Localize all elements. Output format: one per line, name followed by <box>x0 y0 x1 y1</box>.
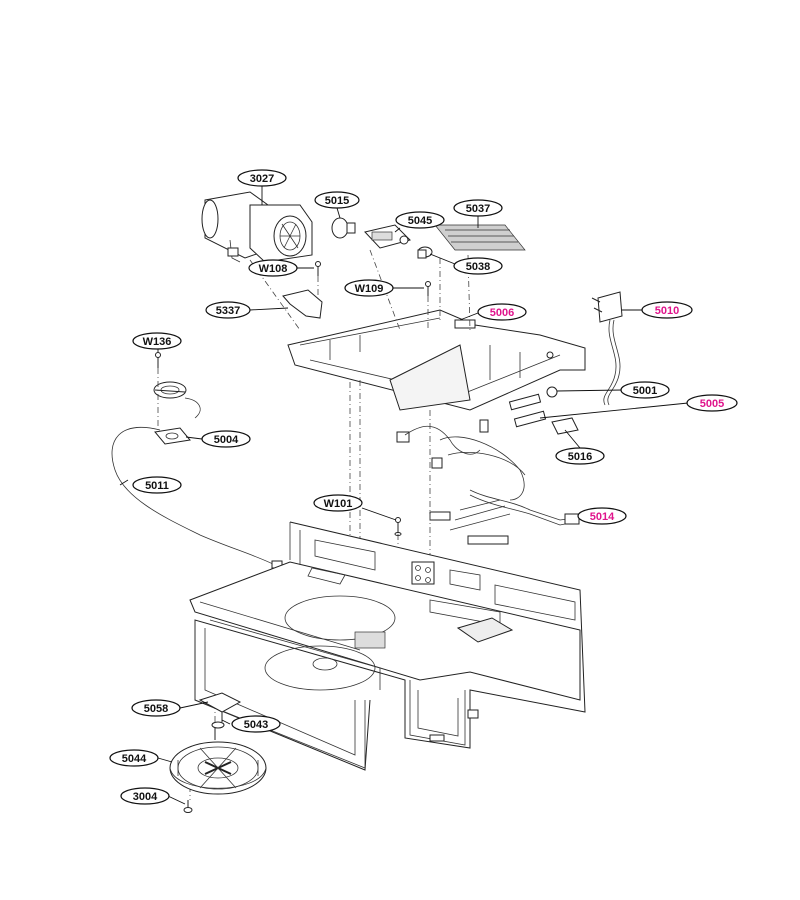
svg-text:5038: 5038 <box>466 261 490 273</box>
power-cord <box>591 291 623 406</box>
svg-text:5015: 5015 <box>325 195 349 207</box>
base-plate <box>287 309 586 411</box>
bracket-plate <box>282 289 323 319</box>
svg-text:5058: 5058 <box>144 703 168 715</box>
sensor-assembly <box>111 352 283 569</box>
screw-3004 <box>183 800 193 813</box>
turntable-coupler <box>198 692 242 740</box>
label-w109: W109 <box>344 279 394 297</box>
svg-text:W109: W109 <box>355 283 384 295</box>
svg-text:3027: 3027 <box>250 173 274 185</box>
label-5038: 5038 <box>453 257 503 275</box>
label-5337: 5337 <box>205 301 251 319</box>
label-5006: 5006 <box>477 303 527 321</box>
svg-text:5005: 5005 <box>700 398 724 410</box>
screw-w108 <box>315 261 321 276</box>
turntable-motor <box>169 741 267 795</box>
svg-text:3004: 3004 <box>133 791 158 803</box>
svg-text:5006: 5006 <box>490 307 514 319</box>
filter-grille <box>434 224 526 251</box>
svg-text:5016: 5016 <box>568 451 592 463</box>
label-5015: 5015 <box>314 191 360 209</box>
label-5045: 5045 <box>395 211 445 229</box>
svg-text:W108: W108 <box>259 263 288 275</box>
lamp-bulb <box>331 217 356 239</box>
label-5058: 5058 <box>131 699 181 717</box>
svg-text:5037: 5037 <box>466 203 490 215</box>
label-5043: 5043 <box>231 715 281 733</box>
label-5044: 5044 <box>109 749 159 767</box>
label-5011: 5011 <box>132 476 182 494</box>
fuse-parts <box>508 386 579 435</box>
label-5037: 5037 <box>453 199 503 217</box>
label-5014: 5014 <box>577 507 627 525</box>
svg-text:W136: W136 <box>143 336 172 348</box>
label-5001: 5001 <box>620 381 670 399</box>
label-5010: 5010 <box>641 301 693 319</box>
wire-harness <box>396 419 580 545</box>
label-3004: 3004 <box>120 787 170 805</box>
leader-lines <box>119 186 689 805</box>
svg-text:5011: 5011 <box>145 480 169 492</box>
lamp-holder <box>364 224 411 249</box>
svg-text:5337: 5337 <box>216 305 240 317</box>
label-w101: W101 <box>313 494 363 512</box>
svg-text:5045: 5045 <box>408 215 432 227</box>
svg-text:5010: 5010 <box>655 305 679 317</box>
fan-motor-assembly <box>201 191 313 263</box>
svg-text:W101: W101 <box>324 498 353 510</box>
label-w108: W108 <box>248 259 298 277</box>
label-3027: 3027 <box>237 169 287 187</box>
label-5005: 5005 <box>686 394 738 412</box>
oven-cavity-frame <box>189 521 586 771</box>
lamp-socket <box>417 246 433 259</box>
svg-text:5044: 5044 <box>122 753 147 765</box>
svg-text:5043: 5043 <box>244 719 268 731</box>
svg-text:5004: 5004 <box>214 434 239 446</box>
label-5016: 5016 <box>555 447 605 465</box>
label-5004: 5004 <box>201 430 251 448</box>
label-w136: W136 <box>132 332 182 350</box>
svg-text:5014: 5014 <box>590 511 615 523</box>
screw-w109 <box>425 281 431 296</box>
svg-text:5001: 5001 <box>633 385 657 397</box>
